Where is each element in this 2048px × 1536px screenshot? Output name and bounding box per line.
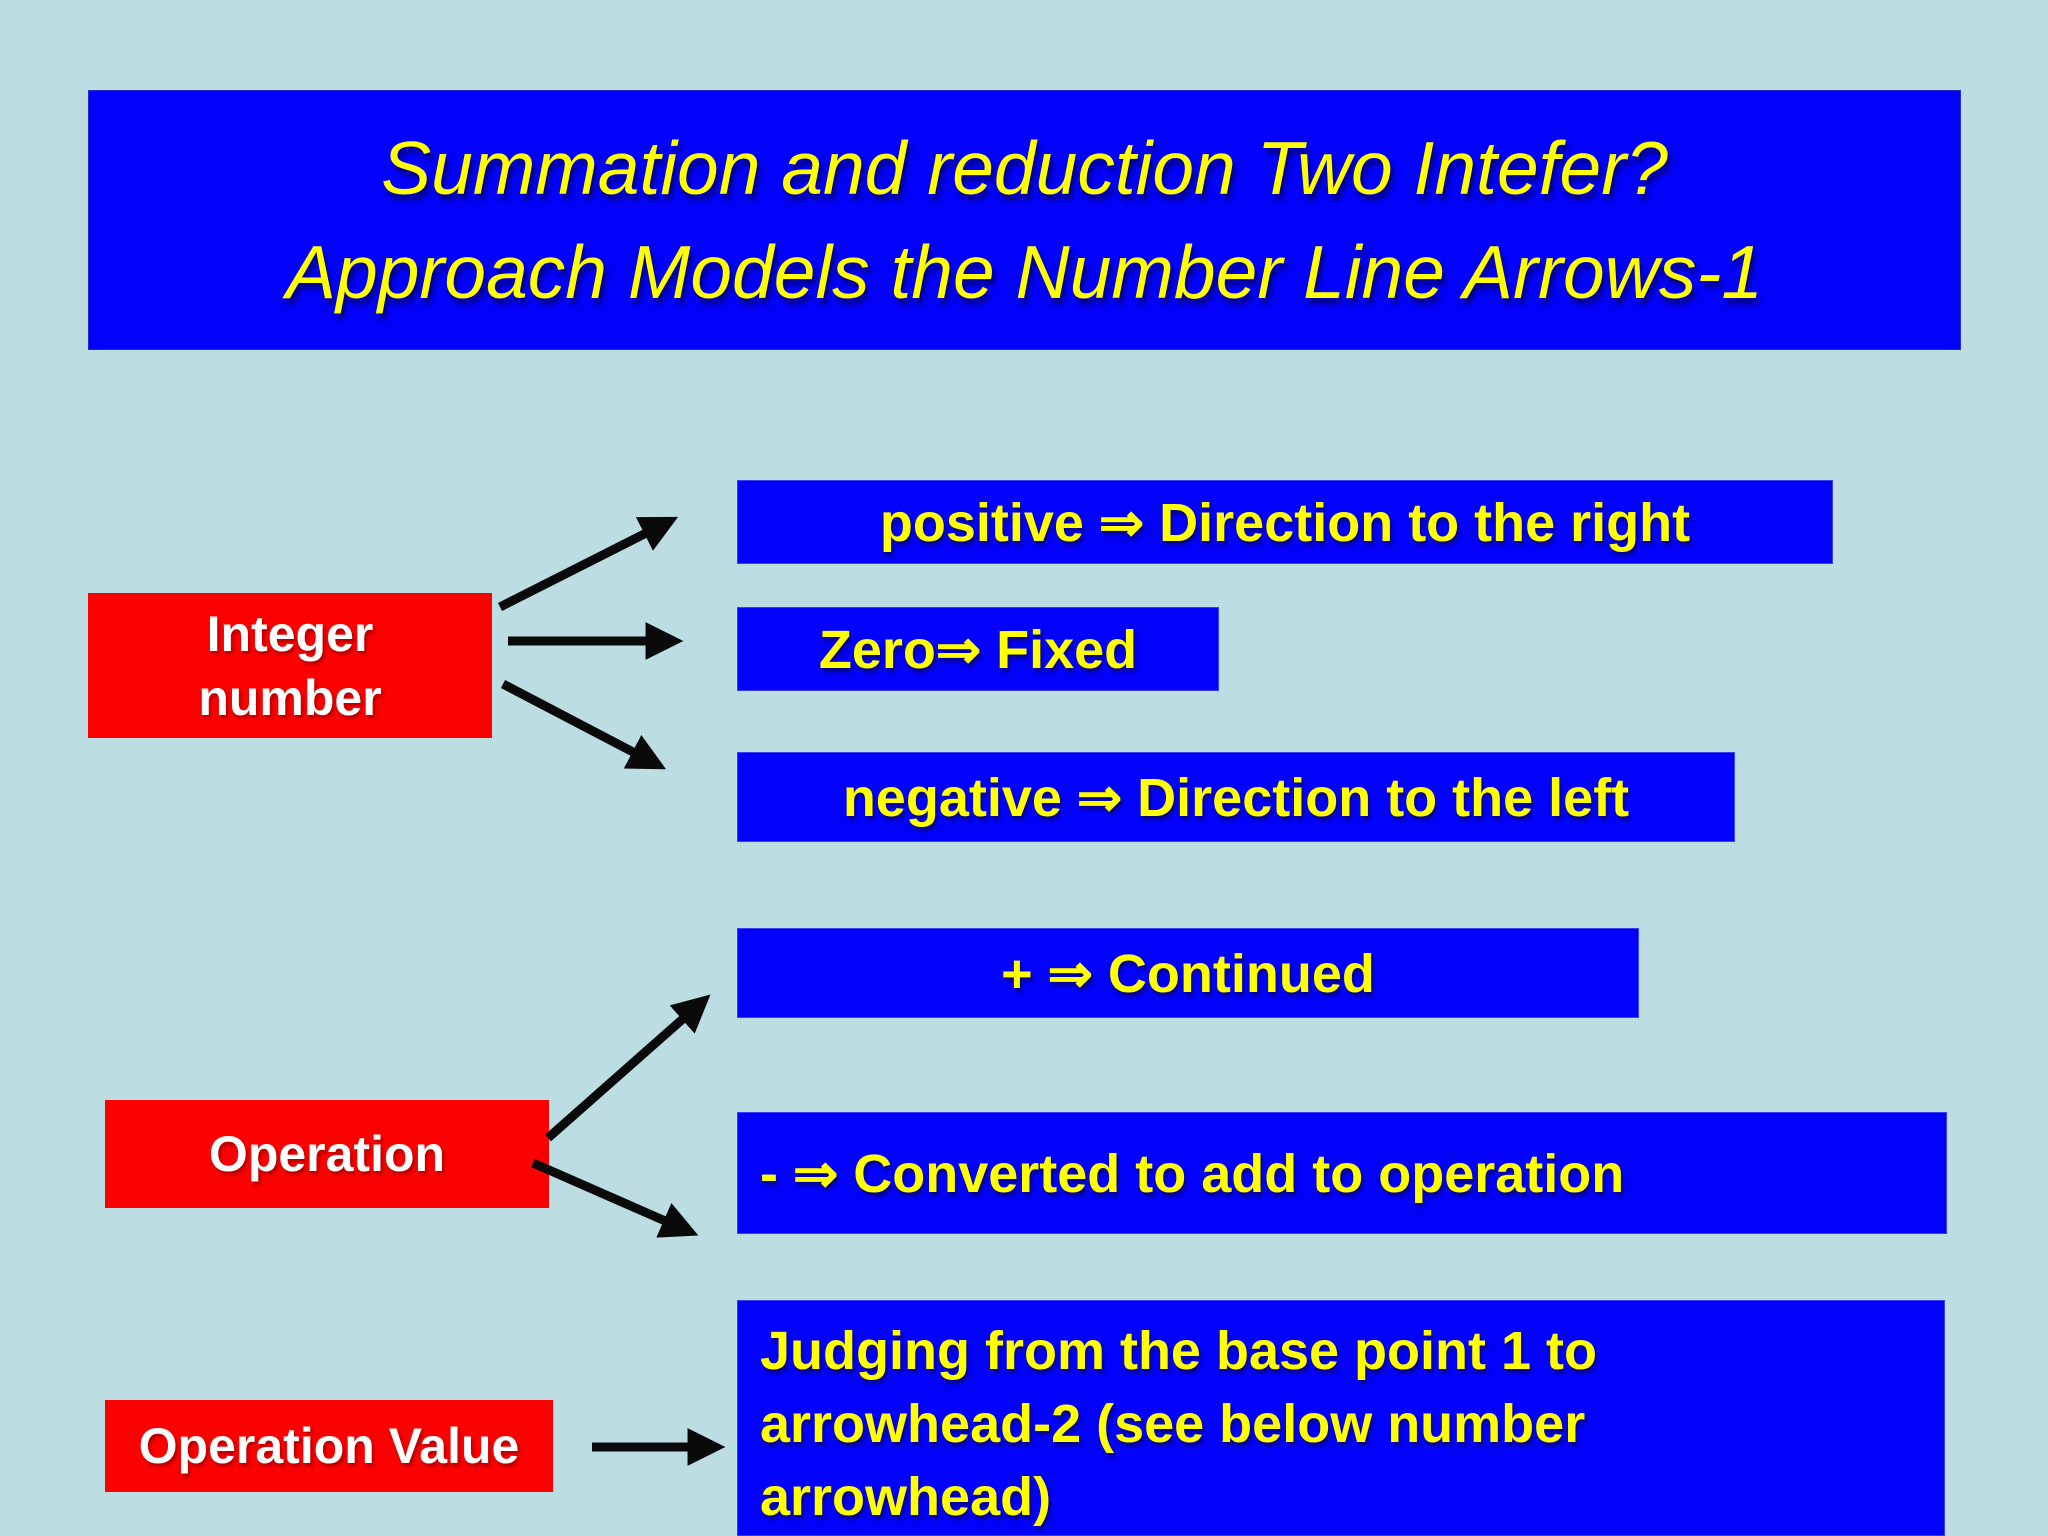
arrow-integer-to-positive (497, 516, 679, 612)
branch-plus-label: + ⇒ Continued (1001, 943, 1375, 1004)
branch-positive-label: positive ⇒ Direction to the right (879, 492, 1691, 553)
arrow-operation-to-minus (531, 1158, 699, 1238)
branch-zero: Zero⇒ Fixed (737, 607, 1219, 691)
branch-negative: negative ⇒ Direction to the left (737, 752, 1735, 842)
branch-positive: positive ⇒ Direction to the right (737, 480, 1833, 564)
judging-line-3: arrowhead) (760, 1467, 1052, 1527)
branch-negative-label: negative ⇒ Direction to the left (842, 767, 1630, 828)
branch-plus: + ⇒ Continued (737, 928, 1639, 1018)
title-banner: Summation and reduction Two Intefer? App… (88, 90, 1961, 350)
judging-line-2: arrowhead-2 (see below number (760, 1394, 1586, 1454)
arrow-operation-to-plus (545, 994, 711, 1142)
node-operation-value: Operation Value (105, 1400, 553, 1492)
node-integer-line-2: number (198, 669, 382, 726)
branch-operation-value-note: Judging from the base point 1 to arrowhe… (737, 1300, 1945, 1536)
title-line-1: Summation and reduction Two Intefer? (381, 126, 1668, 210)
judging-line-1: Judging from the base point 1 to (760, 1321, 1597, 1381)
node-operation: Operation (105, 1100, 549, 1208)
node-operation-value-label: Operation Value (138, 1418, 520, 1474)
node-operation-label: Operation (208, 1126, 446, 1182)
branch-minus: - ⇒ Converted to add to operation (737, 1112, 1947, 1234)
title-line-2: Approach Models the Number Line Arrows-1 (285, 230, 1764, 314)
arrow-integer-to-negative (500, 680, 667, 770)
node-integer-number: Integer number (88, 593, 492, 738)
branch-zero-label: Zero⇒ Fixed (818, 619, 1138, 680)
node-integer-line-1: Integer (206, 605, 374, 662)
branch-minus-label: - ⇒ Converted to add to operation (760, 1143, 1625, 1204)
